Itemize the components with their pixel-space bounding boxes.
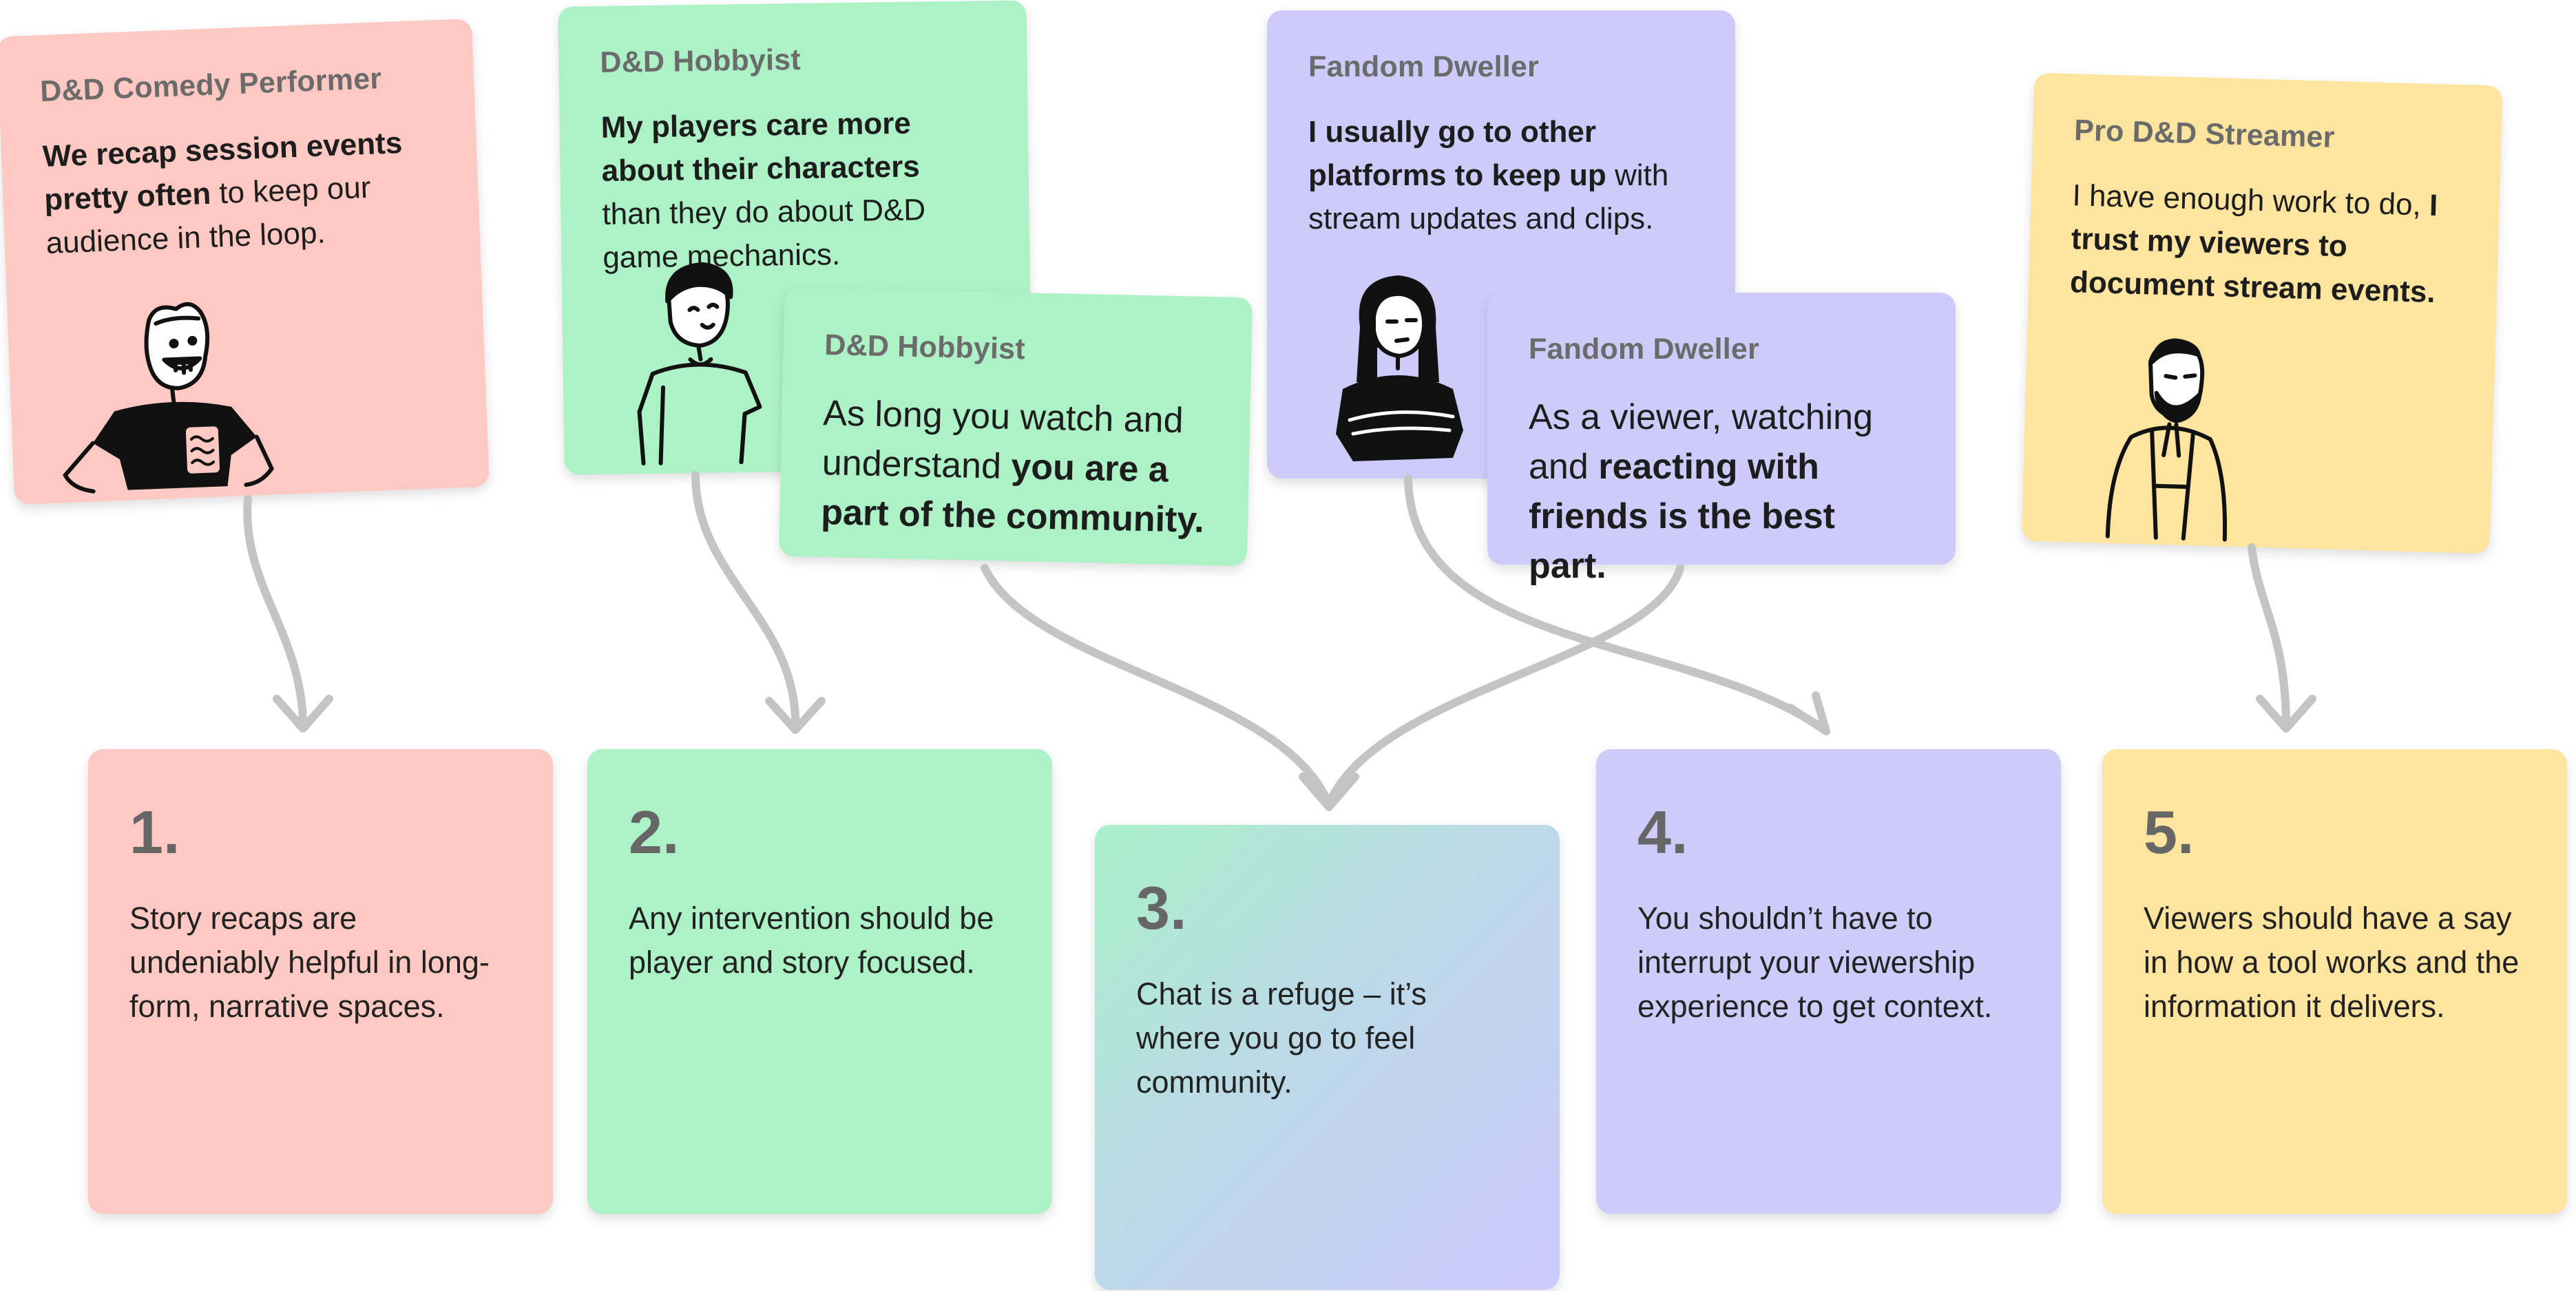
quote-text: I have enough work to do, I trust my vie… <box>2069 174 2458 315</box>
quote-bold: My players care more about their charact… <box>600 106 921 188</box>
persona-label: D&D Hobbyist <box>824 328 1026 366</box>
insight-text: Viewers should have a say in how a tool … <box>2144 901 2520 1024</box>
quote-text: We recap session events pretty often to … <box>42 120 439 265</box>
insight-card-4: 4. You shouldn’t have to interrupt your … <box>1596 749 2061 1214</box>
quote-regular: I have enough work to do, <box>2071 178 2430 222</box>
quote-card-pro-streamer: Pro D&D Streamer I have enough work to d… <box>2021 72 2503 554</box>
insight-text: Any intervention should be player and st… <box>629 901 994 980</box>
insight-card-2: 2. Any intervention should be player and… <box>587 749 1052 1214</box>
boy-thinking-figure-icon <box>637 262 762 466</box>
arrowhead-2 <box>765 697 826 734</box>
insight-card-3: 3. Chat is a refuge – it’s where you go … <box>1095 825 1560 1290</box>
insight-text: Story recaps are undeniably helpful in l… <box>129 901 490 1024</box>
quote-card-hobbyist-a: D&D Hobbyist My players care more about … <box>558 0 1033 475</box>
arrowhead-5 <box>2256 695 2316 733</box>
insight-text: Chat is a refuge – it’s where you go to … <box>1136 976 1427 1100</box>
persona-label: D&D Comedy Performer <box>39 62 383 109</box>
insight-number: 3. <box>1136 874 1187 942</box>
insight-number: 1. <box>129 798 180 866</box>
arrowhead-1 <box>273 695 333 733</box>
quote-bold: I usually go to other platforms to keep … <box>1308 115 1606 192</box>
quote-text: As a viewer, watching and reacting with … <box>1529 392 1914 591</box>
insight-text: You shouldn’t have to interrupt your vie… <box>1637 901 1993 1024</box>
persona-label: D&D Hobbyist <box>600 43 802 79</box>
persona-label: Fandom Dweller <box>1308 50 1539 83</box>
quote-card-comedy-performer: D&D Comedy Performer We recap session ev… <box>0 19 490 505</box>
girl-arms-crossed-figure-icon <box>1336 275 1463 461</box>
quote-card-fandom-dweller-b: Fandom Dweller As a viewer, watching and… <box>1487 293 1956 586</box>
insight-number: 2. <box>629 798 680 866</box>
quote-card-hobbyist-b: D&D Hobbyist As long you watch and under… <box>778 287 1253 567</box>
arrow-comedy-to-1 <box>243 495 307 731</box>
arrow-streamer-to-5 <box>2248 543 2290 731</box>
quote-regular: with stream updates and clips. <box>1308 158 1669 235</box>
laughing-man-figure-icon <box>63 302 275 494</box>
insight-number: 4. <box>1637 798 1688 866</box>
bearded-man-hoodie-figure-icon <box>2105 338 2228 542</box>
quote-text: My players care more about their charact… <box>600 101 988 280</box>
quote-text: I usually go to other platforms to keep … <box>1308 110 1694 240</box>
insight-card-5: 5. Viewers should have a say in how a to… <box>2102 749 2567 1214</box>
persona-label: Fandom Dweller <box>1529 333 1759 366</box>
arrowhead-3 <box>1299 773 1359 811</box>
insight-card-1: 1. Story recaps are undeniably helpful i… <box>88 749 553 1214</box>
persona-label: Pro D&D Streamer <box>2073 114 2336 154</box>
arrowhead-4 <box>1786 691 1830 735</box>
quote-text: As long you watch and understand you are… <box>821 388 1209 545</box>
insight-number: 5. <box>2144 798 2195 866</box>
